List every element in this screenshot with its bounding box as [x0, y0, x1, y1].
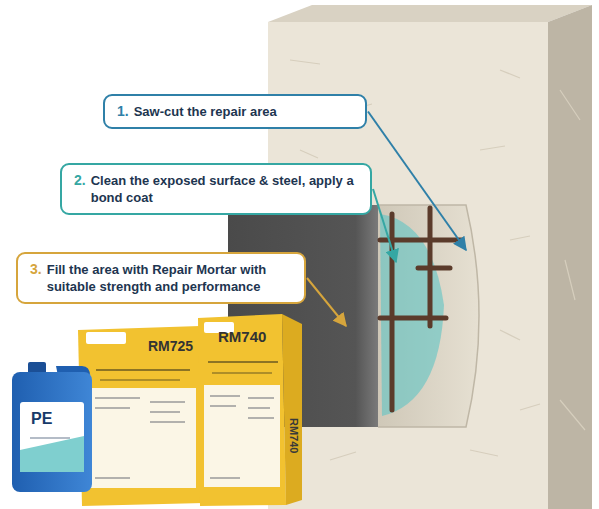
rebar — [418, 266, 450, 271]
print-line — [100, 379, 180, 380]
step-number: 3. — [30, 261, 42, 278]
cavity-edge — [378, 205, 479, 427]
step-text: Fill the area with Repair Mortar with su… — [47, 261, 292, 295]
print-line — [95, 407, 130, 409]
pe-bottle — [12, 362, 92, 492]
product-label: PE — [31, 410, 52, 428]
rebar — [380, 316, 446, 321]
print-line — [95, 397, 140, 399]
rebar — [380, 238, 462, 243]
bag-label: RM725 — [148, 338, 193, 354]
print-line — [150, 411, 180, 413]
brand-tag — [86, 332, 126, 344]
bag-panel — [204, 385, 280, 487]
cut-cavity — [378, 205, 479, 427]
print-line — [150, 401, 185, 403]
print-line — [208, 361, 278, 363]
bag-panel — [86, 388, 196, 488]
label-stripe — [20, 436, 84, 472]
leader-arrow — [368, 112, 466, 251]
step-callout: 1. Saw-cut the repair area — [103, 94, 367, 129]
column-side-face — [548, 5, 592, 509]
column-top-face — [268, 5, 592, 22]
print-line — [210, 405, 236, 407]
print-line — [248, 397, 274, 399]
bag-print — [95, 398, 185, 478]
print-line — [210, 477, 240, 479]
bag-label: RM740 — [288, 418, 300, 453]
print-line — [150, 421, 185, 423]
step-callout: 3. Fill the area with Repair Mortar with … — [16, 252, 306, 304]
step-callout: 2. Clean the exposed surface & steel, app… — [60, 163, 372, 215]
leader-arrows — [307, 112, 466, 327]
print-line — [30, 437, 70, 438]
steel-rebars — [380, 208, 462, 410]
bag-gusset — [282, 314, 302, 505]
step-text: Clean the exposed surface & steel, apply… — [91, 172, 358, 206]
bag-body — [78, 326, 204, 506]
bag-print — [210, 396, 274, 478]
rm740-bag — [198, 314, 302, 506]
step-number: 1. — [117, 103, 129, 120]
print-line — [210, 395, 240, 397]
print-line — [248, 407, 270, 409]
print-line — [212, 372, 272, 373]
bottle-label — [20, 402, 84, 472]
step-text: Saw-cut the repair area — [134, 103, 353, 120]
leader-arrow — [307, 278, 346, 326]
step-number: 2. — [74, 172, 86, 189]
leader-arrow — [373, 189, 396, 262]
print-line — [96, 369, 190, 371]
bag-label: RM740 — [218, 328, 266, 345]
print-line — [248, 417, 274, 419]
print-line — [95, 477, 130, 479]
bottle-body — [12, 372, 92, 492]
rm725-bag — [78, 326, 204, 506]
bag-body — [198, 314, 286, 506]
